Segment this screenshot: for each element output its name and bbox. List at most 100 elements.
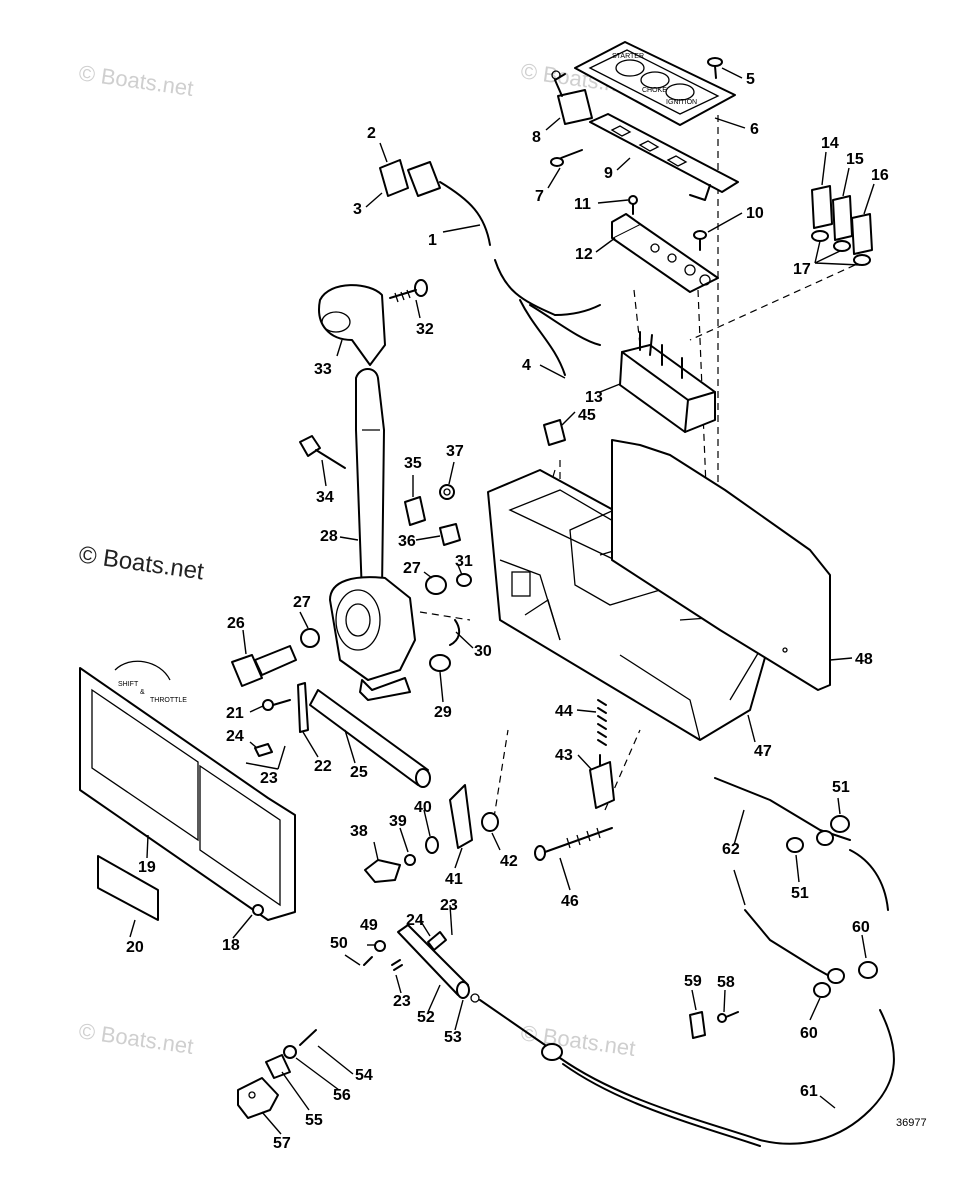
callout-9: 9: [604, 165, 613, 182]
callout-27-a: 27: [293, 594, 311, 611]
callout-11: 11: [574, 196, 591, 213]
callout-44: 44: [555, 703, 573, 720]
screw-part-34: [299, 435, 346, 469]
linkage-parts-21-24: [254, 682, 309, 757]
callout-49: 49: [360, 917, 378, 934]
callout-23-c: 23: [393, 993, 411, 1010]
bolt-part-26: [231, 645, 297, 687]
callout-16: 16: [871, 167, 889, 184]
callout-1: 1: [428, 232, 437, 249]
callout-25: 25: [350, 764, 368, 781]
watermark-mid-left: © Boats.net: [77, 541, 206, 585]
callout-28: 28: [320, 528, 338, 545]
callout-46: 46: [561, 893, 579, 910]
callout-48: 48: [855, 651, 873, 668]
callout-30: 30: [474, 643, 492, 660]
spring-and-screw-parts-43-44: [589, 699, 615, 809]
callout-10: 10: [746, 205, 764, 222]
callout-37: 37: [446, 443, 464, 460]
cover-panel-part-19: SHIFT & THROTTLE: [79, 660, 296, 921]
callout-6: 6: [750, 121, 759, 138]
callout-13: 13: [585, 389, 603, 406]
callout-14: 14: [821, 135, 839, 152]
spring-and-washer-parts-29-30: [429, 619, 461, 672]
callout-27-b: 27: [403, 560, 421, 577]
callout-24-b: 24: [406, 912, 424, 929]
callout-26: 26: [227, 615, 245, 632]
callout-52: 52: [417, 1009, 435, 1026]
bolt-part-46: [534, 827, 613, 861]
callout-42: 42: [500, 853, 518, 870]
cables-parts-61-62: [479, 777, 895, 1147]
bracket-part-12: [611, 213, 719, 293]
leader-lines: [129, 67, 875, 1135]
callout-5: 5: [746, 71, 755, 88]
callout-29: 29: [434, 704, 452, 721]
watermark-top-left: © Boats.net: [77, 60, 195, 101]
callout-39: 39: [389, 813, 407, 830]
callout-61: 61: [800, 1083, 818, 1100]
callout-60-b: 60: [800, 1025, 818, 1042]
callout-43: 43: [555, 747, 573, 764]
screw-part-32: [389, 279, 428, 303]
clip-and-screw-parts-58-59: [689, 1011, 739, 1039]
screw-part-10: [693, 230, 707, 251]
cover-part-48: [611, 439, 831, 691]
knobs-parts-14-16: [811, 185, 873, 255]
callout-4: 4: [522, 357, 531, 374]
bushing-part-45: [543, 419, 566, 446]
nuts-part-17: [811, 230, 871, 266]
screw-part-18: [252, 904, 264, 916]
callout-31: 31: [455, 553, 473, 570]
callout-51-a: 51: [832, 779, 850, 796]
callout-59: 59: [684, 973, 702, 990]
callout-22: 22: [314, 758, 332, 775]
switch-plate-label-starter: STARTER: [612, 53, 644, 60]
lever-parts-38-42: [364, 784, 499, 883]
screw-part-7: [550, 149, 583, 167]
callout-51-b: 51: [791, 885, 809, 902]
callout-41: 41: [445, 871, 463, 888]
callout-19: 19: [138, 859, 156, 876]
switch-plate-part-6: STARTER CHOKE IGNITION: [574, 41, 736, 126]
callout-62: 62: [722, 841, 740, 858]
callout-34: 34: [316, 489, 334, 506]
wire-harness-parts-1-3: [379, 159, 601, 376]
switch-plate-label-choke: CHOKE: [642, 87, 667, 94]
callout-21: 21: [226, 705, 244, 722]
callout-33: 33: [314, 361, 332, 378]
callout-56: 56: [333, 1087, 351, 1104]
small-parts-35-37: [404, 484, 461, 546]
handle-knob-part-33: [318, 284, 386, 366]
callout-38: 38: [350, 823, 368, 840]
callout-labels: 1 2 3 4 5 6 7 8 9 10 11 12 13 14 15 16 1…: [126, 71, 927, 1152]
nuts-parts-51-60: [786, 815, 878, 998]
screw-part-11: [628, 195, 638, 215]
control-handle-part-28: [329, 368, 416, 701]
callout-35: 35: [404, 455, 422, 472]
callout-45: 45: [578, 407, 596, 424]
decal-label-shift: SHIFT: [118, 681, 139, 688]
callout-55: 55: [305, 1112, 323, 1129]
callout-40: 40: [414, 799, 432, 816]
bracket-part-9: [589, 113, 739, 201]
callout-15: 15: [846, 151, 864, 168]
callout-32: 32: [416, 321, 434, 338]
cable-end-parts-49-53: [363, 924, 480, 1003]
shaft-part-25: [309, 689, 431, 788]
callout-50: 50: [330, 935, 348, 952]
callout-47: 47: [754, 743, 772, 760]
callout-57: 57: [273, 1135, 291, 1152]
callout-60-a: 60: [852, 919, 870, 936]
drawing-number: 36977: [896, 1117, 927, 1129]
watermark-bottom-left: © Boats.net: [77, 1018, 195, 1059]
callout-2: 2: [367, 125, 376, 142]
callout-18: 18: [222, 937, 240, 954]
callout-23-b: 23: [440, 897, 458, 914]
callout-17: 17: [793, 261, 811, 278]
switch-housing-part-13: [619, 331, 716, 433]
switch-part-8: [551, 70, 593, 125]
callout-7: 7: [535, 188, 544, 205]
callout-20: 20: [126, 939, 144, 956]
